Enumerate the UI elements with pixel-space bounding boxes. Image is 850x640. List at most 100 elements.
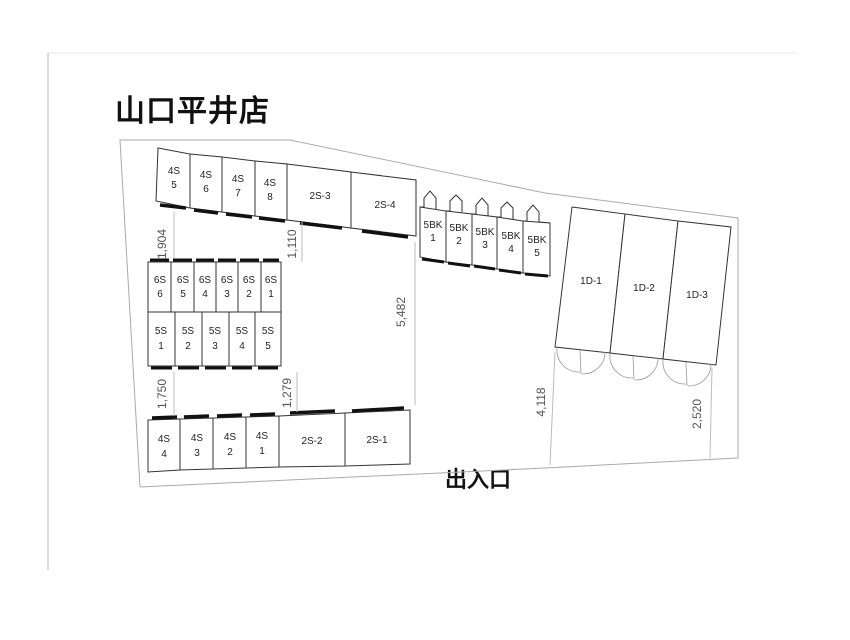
svg-text:1D-3: 1D-3 bbox=[686, 290, 708, 301]
svg-text:4: 4 bbox=[239, 341, 245, 352]
svg-text:5S: 5S bbox=[182, 326, 195, 337]
unit-5bk-2: 5BK 2 bbox=[445, 210, 473, 266]
svg-text:4S: 4S bbox=[200, 170, 213, 181]
unit-6s-6: 6S 6 bbox=[147, 261, 172, 313]
svg-text:1: 1 bbox=[259, 446, 265, 457]
svg-text:7: 7 bbox=[235, 188, 241, 199]
unit-4s-6: 4S 6 bbox=[189, 153, 223, 213]
unit-4s-5: 4S 5 bbox=[155, 147, 191, 209]
dimension-1750: 1,750 bbox=[155, 379, 169, 409]
svg-text:5: 5 bbox=[171, 180, 177, 191]
bk-tops bbox=[420, 190, 551, 224]
svg-text:3: 3 bbox=[224, 289, 230, 300]
dimension-1279: 1,279 bbox=[280, 378, 294, 408]
dimension-4118: 4,118 bbox=[534, 387, 548, 416]
svg-text:2S-2: 2S-2 bbox=[301, 436, 323, 447]
svg-text:5BK: 5BK bbox=[502, 231, 521, 242]
svg-text:2: 2 bbox=[185, 341, 191, 352]
dimension-2520: 2,520 bbox=[690, 399, 704, 429]
svg-text:5: 5 bbox=[534, 248, 540, 259]
svg-text:5S: 5S bbox=[155, 326, 168, 337]
svg-text:4: 4 bbox=[161, 449, 167, 460]
svg-text:3: 3 bbox=[194, 448, 200, 459]
unit-4s-2: 4S 2 bbox=[212, 416, 247, 470]
svg-text:6S: 6S bbox=[199, 275, 212, 286]
svg-text:6S: 6S bbox=[243, 275, 256, 286]
svg-text:6: 6 bbox=[157, 289, 163, 300]
svg-text:2: 2 bbox=[246, 289, 252, 300]
svg-text:5BK: 5BK bbox=[476, 227, 495, 238]
unit-6s-3: 6S 3 bbox=[215, 261, 239, 313]
svg-text:6S: 6S bbox=[221, 275, 234, 286]
unit-4s-3: 4S 3 bbox=[179, 417, 214, 471]
unit-6s-1: 6S 1 bbox=[260, 261, 282, 313]
svg-text:5BK: 5BK bbox=[528, 235, 547, 246]
unit-4s-1: 4S 1 bbox=[245, 415, 280, 469]
svg-text:4: 4 bbox=[202, 289, 208, 300]
dimension-5482: 5,482 bbox=[394, 297, 408, 327]
svg-text:3: 3 bbox=[482, 240, 488, 251]
svg-text:4S: 4S bbox=[158, 434, 171, 445]
doors-bottom-row bbox=[151, 406, 405, 420]
unit-2s-2: 2S-2 bbox=[278, 412, 346, 468]
unit-4s-4: 4S 4 bbox=[147, 418, 181, 473]
unit-5s-4: 5S 4 bbox=[228, 311, 256, 367]
doors-5bk-row bbox=[421, 257, 549, 278]
svg-text:6: 6 bbox=[203, 184, 209, 195]
svg-text:5: 5 bbox=[265, 341, 271, 352]
page-title: 山口平井店 bbox=[115, 94, 270, 129]
svg-text:4S: 4S bbox=[264, 178, 277, 189]
svg-text:5S: 5S bbox=[209, 326, 222, 337]
unit-2s-1: 2S-1 bbox=[344, 409, 411, 467]
svg-text:2: 2 bbox=[456, 236, 462, 247]
svg-text:5BK: 5BK bbox=[450, 223, 469, 234]
svg-text:2S-1: 2S-1 bbox=[366, 435, 388, 446]
unit-6s-2: 6S 2 bbox=[237, 261, 262, 313]
svg-text:4S: 4S bbox=[191, 433, 204, 444]
unit-5bk-5: 5BK 5 bbox=[522, 220, 551, 277]
svg-text:4S: 4S bbox=[232, 174, 245, 185]
svg-text:5S: 5S bbox=[236, 326, 249, 337]
unit-5s-3: 5S 3 bbox=[201, 311, 230, 367]
svg-text:2S-3: 2S-3 bbox=[309, 191, 331, 202]
svg-text:1D-1: 1D-1 bbox=[580, 276, 602, 287]
dimension-1110: 1,110 bbox=[285, 229, 299, 258]
unit-6s-5: 6S 5 bbox=[170, 261, 195, 313]
svg-text:4S: 4S bbox=[168, 166, 181, 177]
unit-4s-8: 4S 8 bbox=[254, 160, 288, 221]
svg-text:6S: 6S bbox=[154, 275, 167, 286]
svg-text:4S: 4S bbox=[224, 432, 237, 443]
dimension-lines bbox=[173, 212, 713, 466]
doors-top-row bbox=[159, 203, 409, 239]
svg-text:1: 1 bbox=[268, 289, 274, 300]
unit-5bk-1: 5BK 1 bbox=[419, 206, 447, 263]
svg-text:6S: 6S bbox=[265, 275, 278, 286]
svg-text:4S: 4S bbox=[256, 431, 269, 442]
lot-boundary bbox=[119, 139, 739, 488]
svg-text:5: 5 bbox=[180, 289, 186, 300]
svg-text:1: 1 bbox=[430, 233, 436, 244]
svg-text:1: 1 bbox=[158, 341, 164, 352]
unit-5bk-4: 5BK 4 bbox=[496, 216, 524, 274]
svg-text:2S-4: 2S-4 bbox=[374, 200, 396, 211]
door-swings-1d bbox=[556, 347, 712, 387]
svg-text:5S: 5S bbox=[262, 326, 275, 337]
unit-5s-2: 5S 2 bbox=[174, 311, 203, 367]
svg-text:5BK: 5BK bbox=[424, 220, 443, 231]
unit-1d-3: 1D-3 bbox=[662, 220, 732, 366]
svg-text:6S: 6S bbox=[177, 275, 190, 286]
svg-text:1D-2: 1D-2 bbox=[633, 283, 655, 294]
svg-text:8: 8 bbox=[267, 192, 273, 203]
unit-5bk-3: 5BK 3 bbox=[471, 213, 498, 270]
unit-5s-1: 5S 1 bbox=[147, 311, 176, 367]
unit-5s-5: 5S 5 bbox=[254, 311, 282, 367]
unit-2s-3: 2S-3 bbox=[286, 163, 352, 229]
svg-text:4: 4 bbox=[508, 244, 514, 255]
unit-2s-4: 2S-4 bbox=[350, 171, 417, 237]
svg-text:3: 3 bbox=[212, 341, 218, 352]
unit-6s-4: 6S 4 bbox=[193, 261, 217, 313]
dimension-1904: 1,904 bbox=[155, 229, 169, 259]
unit-4s-7: 4S 7 bbox=[221, 156, 256, 217]
svg-text:2: 2 bbox=[227, 447, 233, 458]
